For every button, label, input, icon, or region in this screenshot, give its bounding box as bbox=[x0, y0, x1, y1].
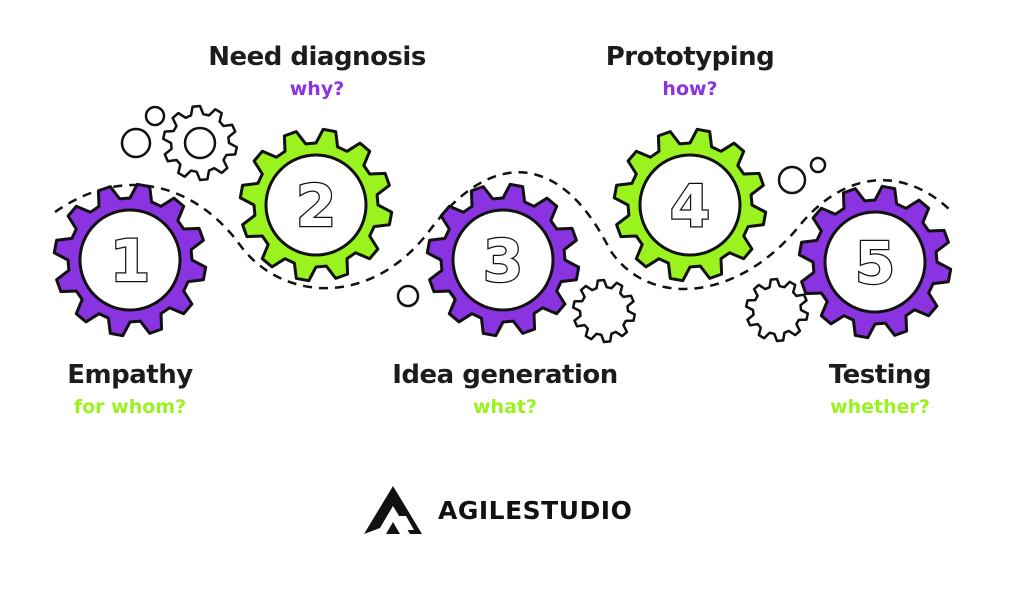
step-5-question: whether? bbox=[830, 396, 930, 418]
decorative-circle bbox=[396, 284, 420, 308]
step-3-question: what? bbox=[472, 396, 537, 418]
step-3-label: Idea generation what? bbox=[380, 360, 630, 420]
logo-text: AGILESTUDIO bbox=[438, 496, 633, 525]
small-gear-icon bbox=[571, 278, 637, 344]
gear-3-hub bbox=[451, 208, 555, 312]
step-4-question: how? bbox=[662, 78, 718, 100]
step-2-question: why? bbox=[289, 78, 345, 100]
step-5-label: Testing whether? bbox=[800, 360, 960, 420]
gear-4-hub bbox=[638, 153, 742, 257]
gear-2-number: 2 bbox=[296, 172, 336, 240]
gear-3: 3 bbox=[425, 182, 581, 338]
small-gear-hub bbox=[183, 126, 217, 160]
gear-1-number: 1 bbox=[110, 227, 150, 295]
gear-4: 4 bbox=[612, 127, 768, 283]
gear-5-number: 5 bbox=[855, 229, 895, 297]
decorative-circle bbox=[120, 127, 152, 159]
step-5-title: Testing bbox=[828, 360, 932, 390]
gear-3-number: 3 bbox=[483, 227, 523, 295]
dashed-path bbox=[54, 171, 953, 291]
decorative-elements bbox=[120, 104, 827, 344]
step-2-title: Need diagnosis bbox=[208, 42, 426, 72]
gear-1: 1 bbox=[52, 182, 208, 338]
agilestudio-logo-icon bbox=[364, 486, 422, 534]
gear-5: 5 bbox=[797, 184, 953, 340]
gear-2-hub bbox=[264, 153, 368, 257]
decorative-circle bbox=[144, 105, 166, 127]
step-2-label: Need diagnosis why? bbox=[200, 42, 434, 102]
step-1-label: Empathy for whom? bbox=[40, 360, 220, 420]
decorative-circle bbox=[809, 156, 827, 174]
gear-1-hub bbox=[78, 208, 182, 312]
gear-2: 2 bbox=[238, 127, 394, 283]
decorative-circle bbox=[777, 165, 807, 195]
gear-5-hub bbox=[823, 210, 927, 314]
step-4-label: Prototyping how? bbox=[590, 42, 790, 102]
small-gear-icon bbox=[744, 277, 810, 343]
step-4-title: Prototyping bbox=[605, 42, 775, 72]
step-1-title: Empathy bbox=[67, 360, 193, 390]
step-1-question: for whom? bbox=[73, 396, 187, 418]
main-gears: 1 2 3 4 5 bbox=[52, 127, 953, 340]
gear-4-number: 4 bbox=[670, 172, 710, 240]
step-3-title: Idea generation bbox=[392, 360, 618, 390]
